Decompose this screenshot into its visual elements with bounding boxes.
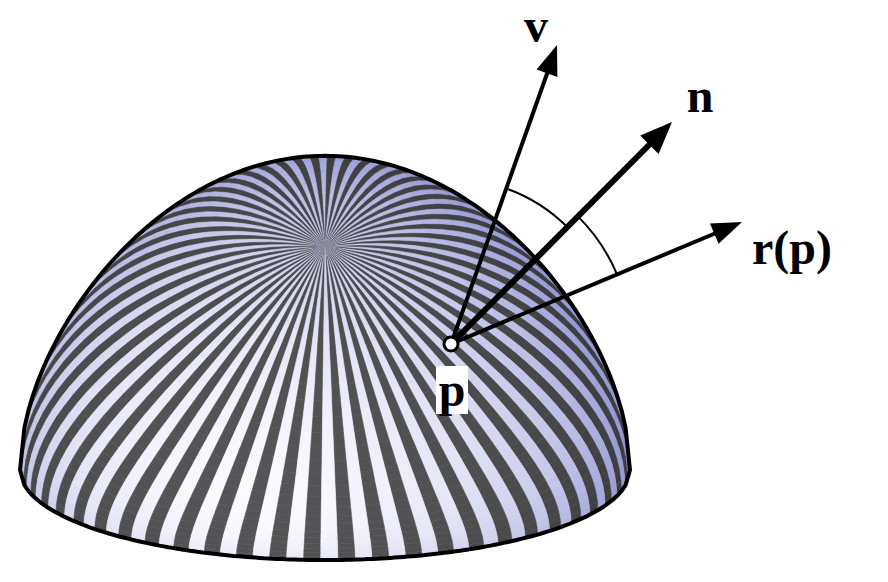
stripe-patch <box>420 219 438 224</box>
stripe-patch <box>325 245 343 247</box>
stripe-patch <box>289 243 307 245</box>
stripe-patch <box>321 173 327 182</box>
stripe-patch <box>409 229 427 234</box>
stripe-patch <box>325 242 343 247</box>
stripe-patch <box>394 233 412 237</box>
stripe-patch <box>307 245 325 247</box>
stripe-patch <box>325 243 343 247</box>
stripe-patch <box>343 242 361 245</box>
stripe-patch <box>307 242 325 247</box>
stripe-patch <box>307 243 325 247</box>
stripe-patch <box>343 240 361 244</box>
striped-hemisphere <box>20 156 630 560</box>
stripe-patch <box>325 244 343 247</box>
stripe-patch <box>271 242 289 245</box>
stripe-patch <box>289 241 307 244</box>
stripe-patch <box>253 239 271 242</box>
stripe-patch <box>237 235 255 239</box>
stripe-patch <box>407 224 425 229</box>
stripe-patch <box>325 242 343 247</box>
stripe-patch <box>210 222 228 227</box>
stripe-patch <box>319 161 327 166</box>
stripe-patch <box>223 227 241 232</box>
stripe-patch <box>307 244 325 247</box>
stripe-patch <box>320 166 327 173</box>
